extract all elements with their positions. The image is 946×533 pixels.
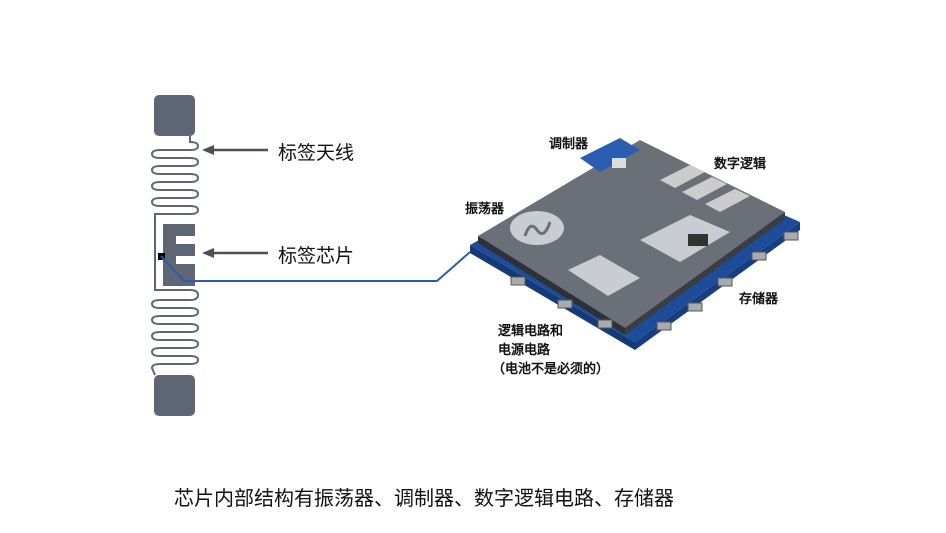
arrow-antenna [202,145,268,155]
label-modulator: 调制器 [549,137,589,152]
arrow-chip [202,248,268,258]
label-digital-logic: 数字逻辑 [714,157,767,172]
label-oscillator: 振荡器 [465,202,505,217]
label-power-line1: 逻辑电路和 [498,324,564,339]
label-memory: 存储器 [739,292,779,307]
label-antenna: 标签天线 [278,142,355,164]
chip-illustration [470,138,800,350]
label-power-line3: （电池不是必须的） [492,362,610,377]
label-chip: 标签芯片 [278,245,355,267]
label-power-circuit: 逻辑电路和 电源电路 （电池不是必须的） [492,322,609,379]
connector-line [160,251,471,282]
rfid-antenna [150,95,200,416]
caption: 芯片内部结构有振荡器、调制器、数字逻辑电路、存储器 [174,486,674,510]
label-power-line2: 电源电路 [498,343,551,358]
